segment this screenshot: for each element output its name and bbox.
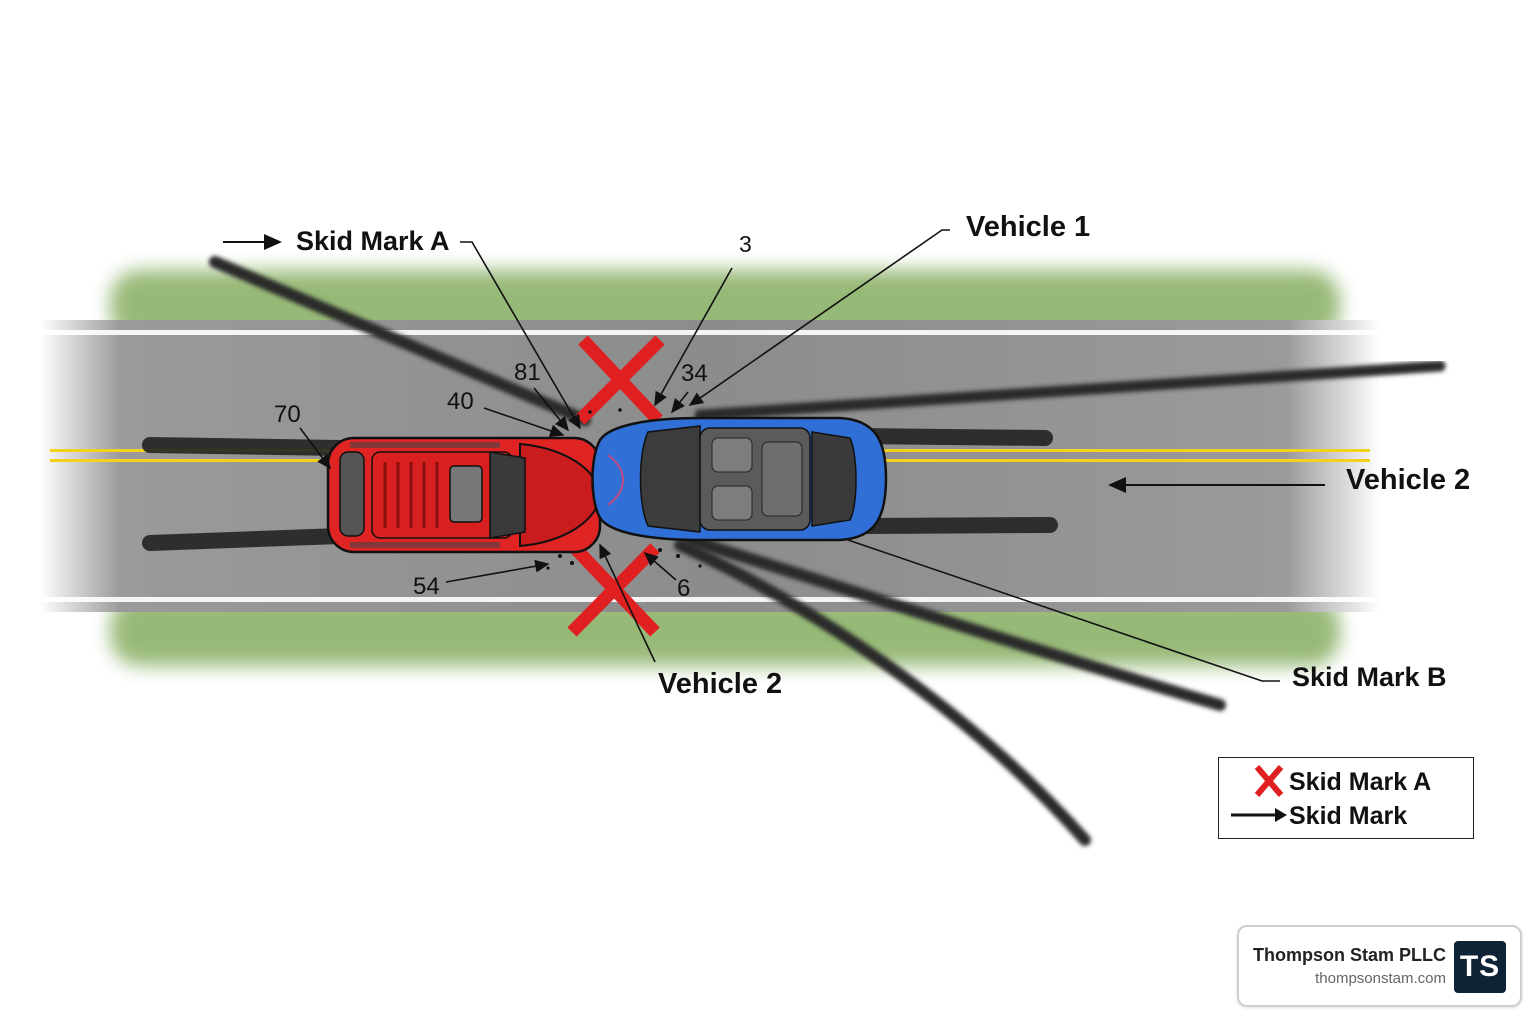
brand-url[interactable]: thompsonstam.com bbox=[1315, 970, 1446, 987]
skid-mark-b-track-2 bbox=[674, 539, 1091, 846]
leader-lines bbox=[299, 229, 1280, 682]
legend-item-arrow: Skid Mark bbox=[1219, 798, 1473, 832]
skid-mark-a-track bbox=[209, 256, 591, 426]
skid-track-right-upper bbox=[852, 428, 1053, 446]
arrow-right-icon bbox=[1229, 798, 1289, 832]
skid-mark-b-track-1 bbox=[684, 534, 1226, 711]
brand-name: Thompson Stam PLLC bbox=[1253, 945, 1446, 965]
skid-mark-a-label: Skid Mark A bbox=[296, 226, 450, 256]
skid-marks bbox=[142, 256, 1446, 846]
marker-34: 34 bbox=[681, 360, 708, 387]
skid-track-left-lower bbox=[142, 528, 348, 551]
vehicle-2-red-suv bbox=[326, 436, 602, 554]
legend-item-x: Skid Mark A bbox=[1219, 764, 1473, 798]
impact-x-bottom-icon bbox=[567, 543, 660, 637]
vehicle-2-bottom-label: Vehicle 2 bbox=[658, 668, 782, 700]
brand-badge[interactable]: Thompson Stam PLLC thompsonstam.com TS bbox=[1237, 925, 1522, 1007]
marker-40: 40 bbox=[447, 388, 474, 415]
skid-mark-b-label: Skid Mark B bbox=[1292, 662, 1447, 692]
vehicle-1-blue-sedan bbox=[591, 416, 888, 542]
marker-54: 54 bbox=[413, 573, 440, 600]
direction-arrows bbox=[223, 234, 1325, 493]
ts-logo-icon: TS bbox=[1454, 941, 1506, 993]
vehicle-2-right-label: Vehicle 2 bbox=[1346, 464, 1470, 496]
marker-70: 70 bbox=[274, 401, 301, 428]
legend-item-x-label: Skid Mark A bbox=[1289, 768, 1432, 796]
legend-item-arrow-label: Skid Mark bbox=[1289, 802, 1408, 830]
legend: Skid Mark A Skid Mark bbox=[1218, 757, 1474, 839]
marker-3: 3 bbox=[739, 231, 752, 257]
skid-track-left-upper bbox=[142, 437, 348, 456]
impact-x-top-icon bbox=[575, 335, 665, 425]
marker-81: 81 bbox=[514, 359, 541, 386]
marker-6: 6 bbox=[677, 575, 690, 602]
skid-track-upper-right bbox=[694, 360, 1446, 421]
red-x-icon bbox=[1229, 764, 1289, 798]
vehicle-1-label: Vehicle 1 bbox=[966, 211, 1090, 243]
skid-track-right-lower bbox=[852, 517, 1058, 534]
